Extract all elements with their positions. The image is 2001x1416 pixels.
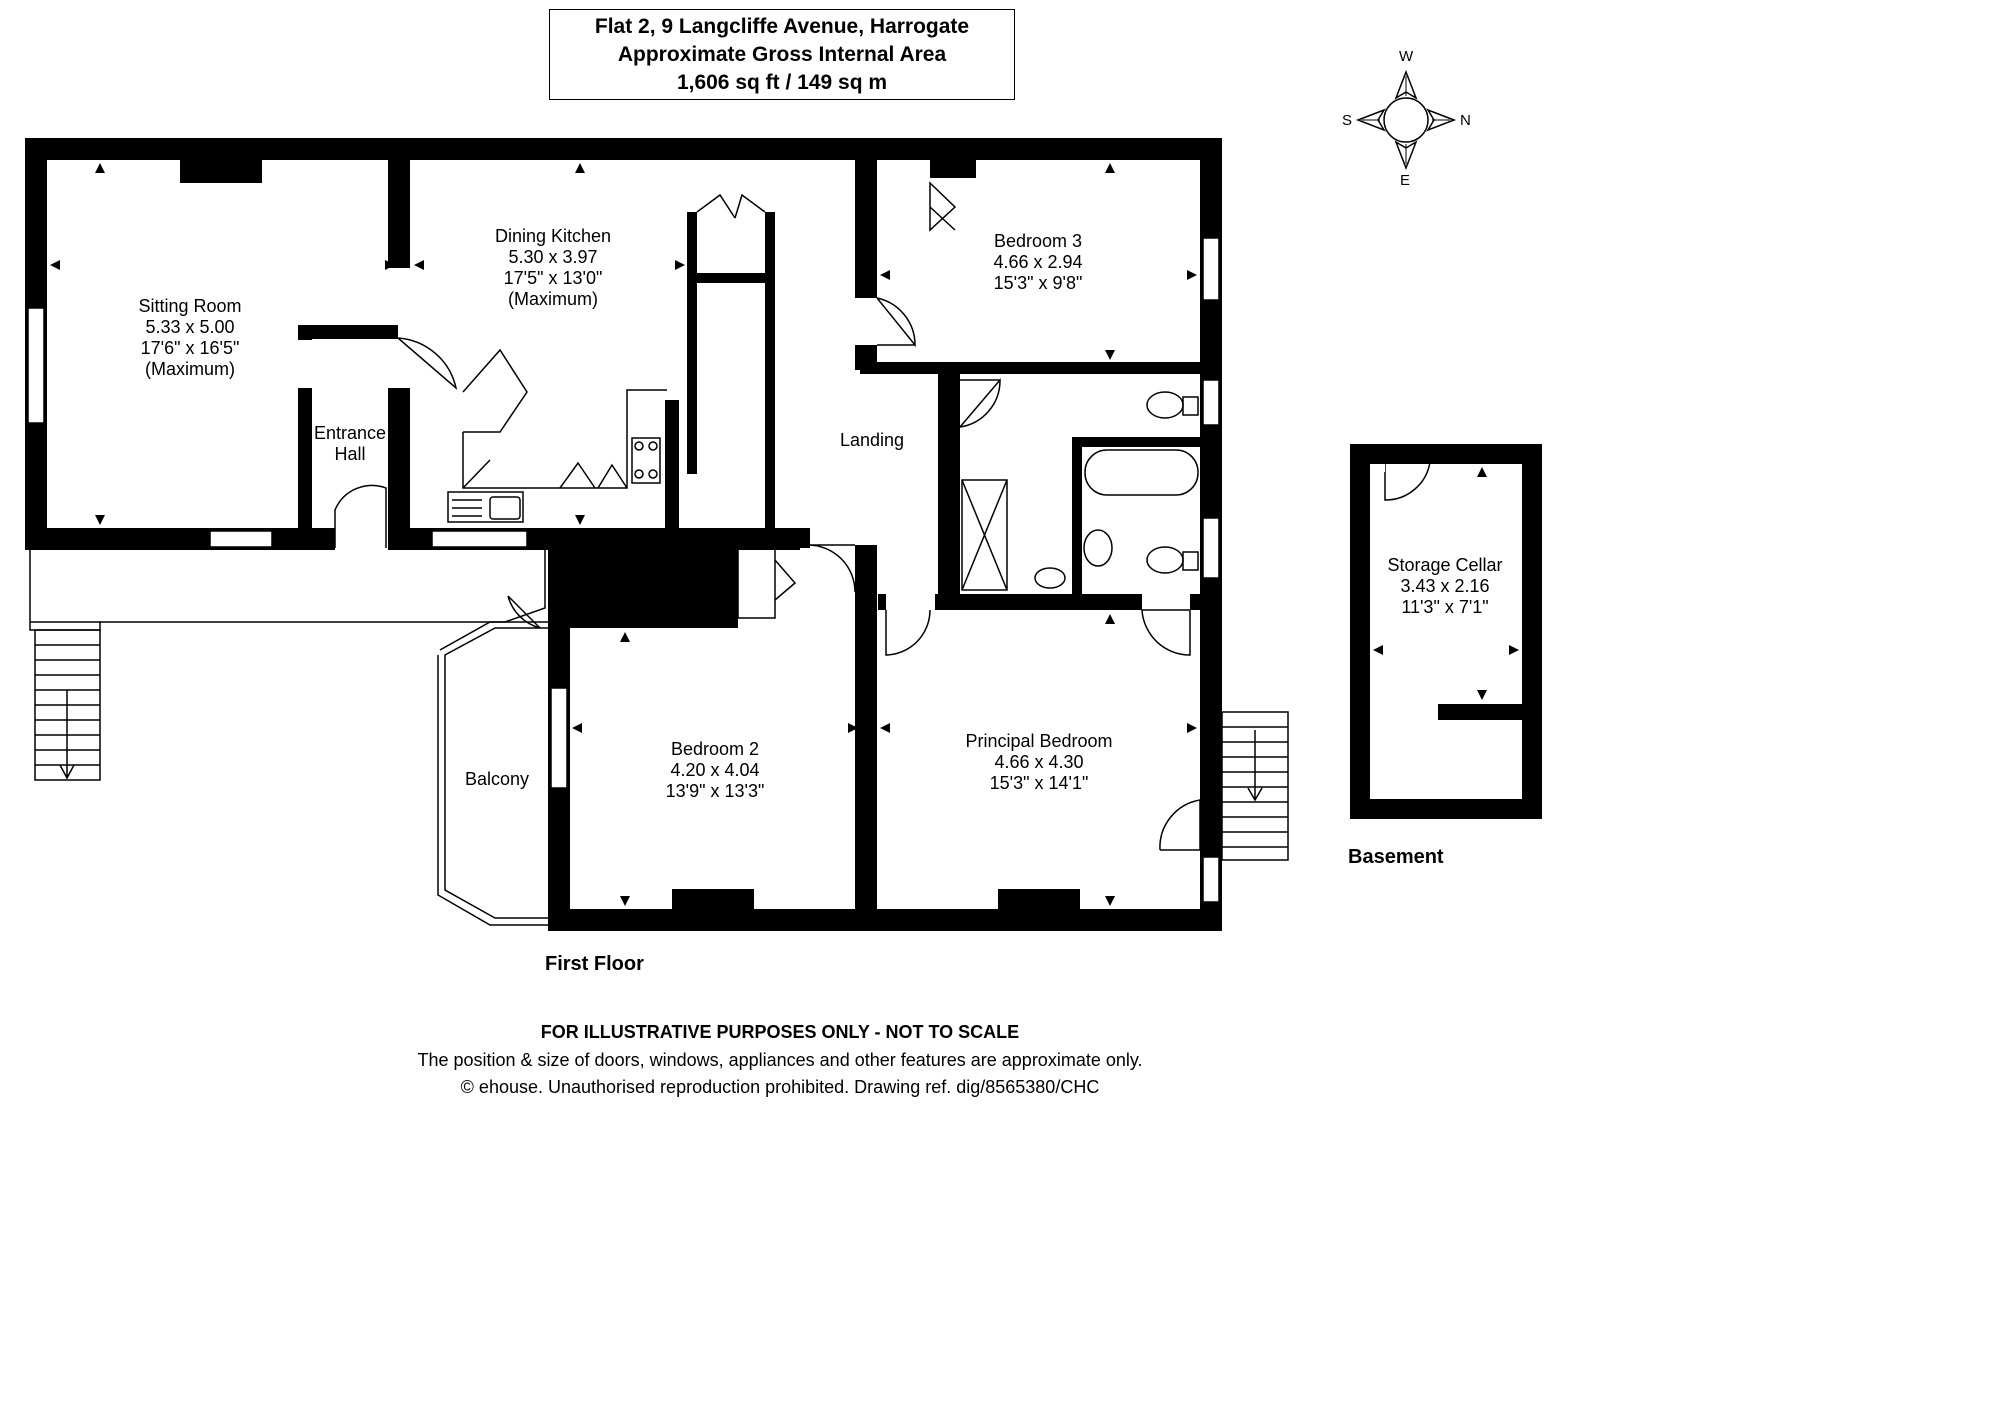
area-value: 1,606 sq ft / 149 sq m [676, 71, 888, 94]
balcony-label: Balcony [464, 769, 530, 789]
disclaimer-heading: FOR ILLUSTRATIVE PURPOSES ONLY - NOT TO … [540, 1022, 1020, 1042]
compass-east-label: E [1400, 172, 1411, 189]
sanitary-fittings [961, 391, 1199, 591]
chimney-breasts [180, 158, 1080, 911]
interior-walls [298, 158, 1202, 931]
property-address: Flat 2, 9 Langcliffe Avenue, Harrogate [594, 15, 970, 38]
doors [334, 181, 1431, 851]
balcony-and-stairs [29, 550, 1289, 926]
landing-label: Landing [839, 430, 905, 450]
compass-north-label: N [1460, 112, 1471, 129]
floorplan-drawing [25, 69, 1542, 931]
compass-south-label: S [1342, 112, 1353, 129]
compass-west-label: W [1399, 48, 1414, 65]
cellar-walls [1350, 444, 1542, 819]
first-floor-caption: First Floor [545, 953, 644, 975]
windows [27, 237, 1220, 903]
kitchen-units [447, 348, 667, 523]
disclaimer-text: The position & size of doors, windows, a… [417, 1050, 1143, 1070]
measurement-arrows [50, 163, 1519, 906]
compass-rose [1355, 69, 1457, 171]
area-caption: Approximate Gross Internal Area [617, 43, 947, 66]
copyright-text: © ehouse. Unauthorised reproduction proh… [460, 1077, 1100, 1097]
basement-caption: Basement [1348, 846, 1444, 868]
title-box: Flat 2, 9 Langcliffe Avenue, Harrogate A… [549, 9, 1015, 100]
